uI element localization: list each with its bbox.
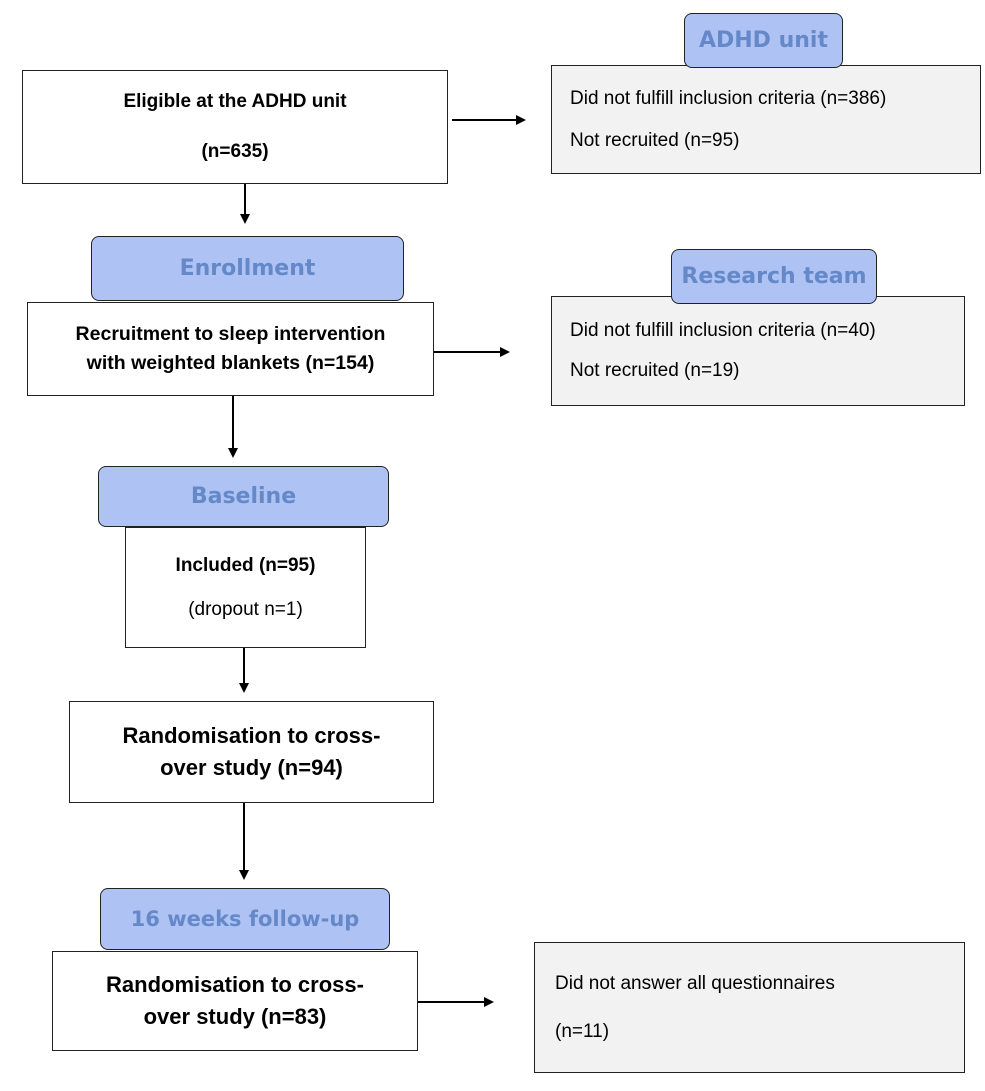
- eligible-title: Eligible at the ADHD unit: [123, 91, 347, 112]
- followup-line2: over study (n=83): [143, 1004, 327, 1029]
- included-count: Included (n=95): [175, 554, 316, 576]
- followup-excluded-box: Did not answer all questionnaires (n=11): [534, 942, 965, 1073]
- randomisation-line2: over study (n=94): [160, 755, 343, 780]
- randomisation-box: Randomisation to cross- over study (n=94…: [69, 701, 434, 803]
- followup-not-answered-count: (n=11): [555, 1020, 610, 1042]
- research-excluded-box: Did not fulfill inclusion criteria (n=40…: [551, 296, 965, 406]
- research-not-recruited: Not recruited (n=19): [570, 360, 740, 381]
- tag-enrollment: Enrollment: [91, 236, 404, 301]
- followup-not-answered: Did not answer all questionnaires: [555, 972, 835, 994]
- eligible-box: Eligible at the ADHD unit (n=635): [22, 70, 448, 184]
- dropout-count: (dropout n=1): [188, 598, 303, 620]
- followup-box: Randomisation to cross- over study (n=83…: [52, 951, 418, 1051]
- included-box: Included (n=95) (dropout n=1): [125, 527, 366, 648]
- adhd-not-fulfilled: Did not fulfill inclusion criteria (n=38…: [570, 87, 887, 109]
- adhd-not-recruited: Not recruited (n=95): [570, 129, 740, 151]
- followup-line1: Randomisation to cross-: [106, 972, 364, 997]
- recruitment-box: Recruitment to sleep intervention with w…: [27, 302, 434, 396]
- tag-adhd-unit: ADHD unit: [684, 13, 843, 68]
- adhd-excluded-box: Did not fulfill inclusion criteria (n=38…: [551, 65, 981, 174]
- recruitment-line2: with weighted blankets (n=154): [86, 352, 375, 374]
- eligible-count: (n=635): [201, 141, 269, 162]
- tag-followup: 16 weeks follow-up: [100, 888, 390, 950]
- research-not-fulfilled: Did not fulfill inclusion criteria (n=40…: [570, 320, 876, 341]
- randomisation-line1: Randomisation to cross-: [122, 723, 381, 748]
- tag-baseline: Baseline: [98, 466, 389, 527]
- tag-research-team: Research team: [671, 249, 877, 304]
- recruitment-line1: Recruitment to sleep intervention: [75, 323, 386, 345]
